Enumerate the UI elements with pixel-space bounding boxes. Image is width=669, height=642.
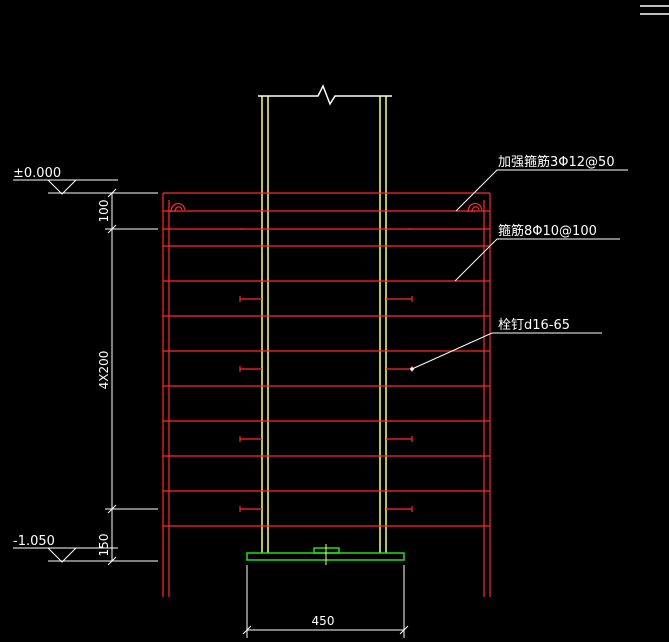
elevation-bottom-label: -1.050 <box>13 534 55 549</box>
dimension-stirrup-spacing: 4X200 <box>97 351 111 390</box>
break-line-icon <box>258 84 392 106</box>
dimension-bottom-cover: 150 <box>97 534 111 557</box>
elevation-marker-icon <box>47 547 77 563</box>
callout-stirrup-label: 箍筋8Φ10@100 <box>498 223 597 239</box>
elevation-marker-bottom: -1.050 <box>13 534 158 563</box>
callout-stirrup: 箍筋8Φ10@100 <box>454 223 620 282</box>
menu-icon[interactable] <box>640 5 669 15</box>
concrete-outline <box>162 192 491 597</box>
dimension-width: 450 <box>312 614 335 628</box>
callout-shear-stud-label: 栓钉d16-65 <box>498 318 570 333</box>
horizontal-dimension <box>242 565 409 638</box>
steel-column <box>261 96 387 553</box>
reinforced-stirrups <box>163 202 490 230</box>
callout-reinforced-stirrup: 加强箍筋3Φ12@50 <box>455 154 628 212</box>
callout-reinforced-stirrup-label: 加强箍筋3Φ12@50 <box>498 154 615 170</box>
callout-shear-stud: 栓钉d16-65 <box>410 318 602 371</box>
elevation-marker-icon <box>47 179 77 195</box>
elevation-top-label: ±0.000 <box>13 166 61 181</box>
shear-studs <box>239 228 413 512</box>
stirrups <box>163 245 490 527</box>
elevation-marker-top: ±0.000 <box>13 166 118 195</box>
vertical-dimension <box>105 188 158 566</box>
dimension-top-cover: 100 <box>97 200 111 223</box>
